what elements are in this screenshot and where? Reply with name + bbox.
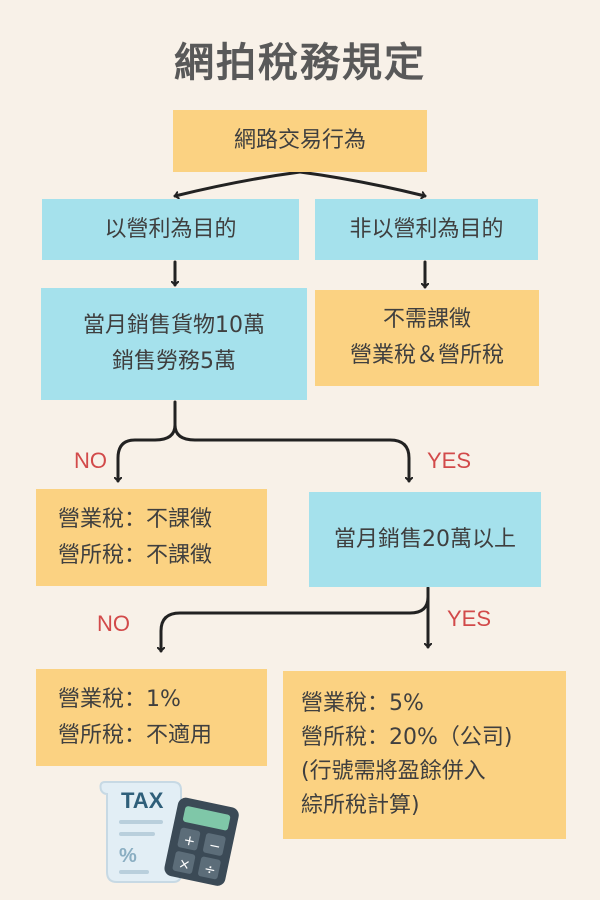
node-large-seller-line-2: 營所稅：20%（公司) xyxy=(301,725,513,750)
node-for-profit: 以營利為目的 xyxy=(42,199,299,260)
node-sales-threshold-line-2: 銷售勞務5萬 xyxy=(112,349,236,374)
node-no-tax-line-1: 營業稅：不課徵 xyxy=(58,506,213,532)
node-online-transaction: 網路交易行為 xyxy=(173,110,427,172)
node-non-profit-text: 非以營利為目的 xyxy=(349,216,504,242)
page-title: 網拍稅務規定 xyxy=(174,40,426,86)
node-large-seller-line-3: (行號需將盈餘併入 xyxy=(301,759,486,784)
branch-label-yes-1: YES xyxy=(427,448,472,473)
node-small-seller-tax: 營業稅：1% 營所稅：不適用 xyxy=(36,669,267,766)
connector-start-profit xyxy=(173,170,302,196)
connector-monthly-no xyxy=(161,586,430,653)
svg-text:÷: ÷ xyxy=(202,861,217,879)
node-tax-exempt: 不需課徵 營業稅＆營所稅 xyxy=(315,290,539,386)
connector-threshold-yes xyxy=(173,423,409,483)
node-large-seller-line-4: 綜所稅計算) xyxy=(301,793,420,818)
connector-start-nonprofit xyxy=(298,170,427,196)
node-sales-threshold: 當月銷售貨物10萬 銷售勞務5萬 xyxy=(41,288,307,400)
node-no-tax: 營業稅：不課徵 營所稅：不課徵 xyxy=(36,489,267,586)
svg-text:+: + xyxy=(182,832,197,850)
tax-label: TAX xyxy=(121,788,164,813)
svg-text:−: − xyxy=(207,838,222,856)
node-non-profit: 非以營利為目的 xyxy=(315,199,538,260)
node-sales-threshold-line-1: 當月銷售貨物10萬 xyxy=(83,313,265,338)
svg-text:×: × xyxy=(177,856,192,874)
node-tax-exempt-line-1: 不需課徵 xyxy=(382,307,471,332)
node-for-profit-text: 以營利為目的 xyxy=(104,216,237,242)
node-large-seller-line-1: 營業稅：5% xyxy=(301,691,424,716)
svg-text:%: % xyxy=(119,845,137,867)
tax-calculator-icon: TAX % + − × ÷ xyxy=(99,781,239,886)
node-small-seller-line-1: 營業稅：1% xyxy=(58,686,181,712)
branch-label-no-2: NO xyxy=(97,611,130,636)
node-monthly-200k-text: 當月銷售20萬以上 xyxy=(334,526,516,552)
node-tax-exempt-line-2: 營業稅＆營所稅 xyxy=(349,343,504,368)
node-small-seller-line-2: 營所稅：不適用 xyxy=(58,722,213,748)
node-monthly-200k: 當月銷售20萬以上 xyxy=(309,492,541,587)
branch-label-no-1: NO xyxy=(74,448,107,473)
node-large-seller-tax: 營業稅：5% 營所稅：20%（公司) (行號需將盈餘併入 綜所稅計算) xyxy=(283,671,566,839)
node-no-tax-line-2: 營所稅：不課徵 xyxy=(58,542,213,568)
connector-threshold-no xyxy=(118,400,177,483)
branch-label-yes-2: YES xyxy=(447,606,492,631)
node-online-transaction-text: 網路交易行為 xyxy=(233,128,366,153)
